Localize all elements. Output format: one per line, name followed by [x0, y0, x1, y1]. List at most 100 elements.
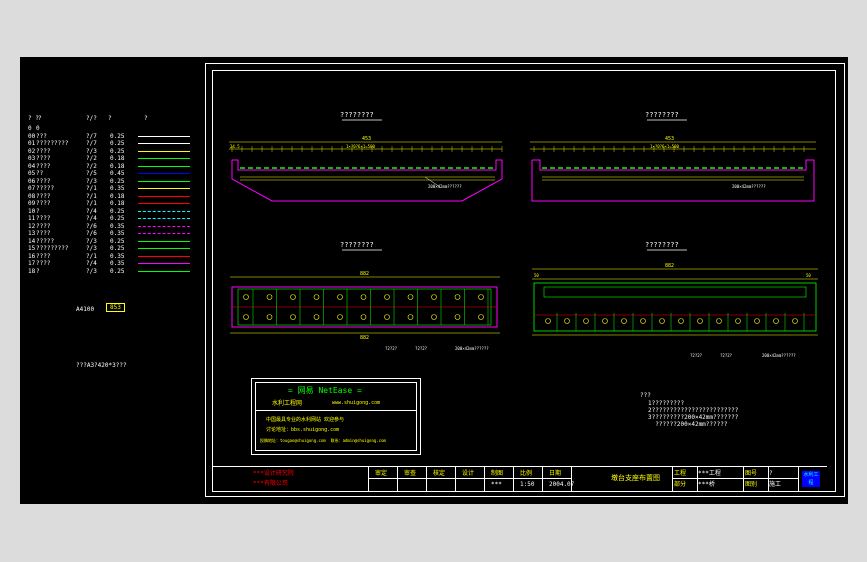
- bolt-hole: [290, 294, 296, 300]
- layer-lw: ?/3: [86, 237, 97, 245]
- layer-no: 17: [28, 260, 36, 267]
- layer-name: ????: [36, 192, 51, 200]
- layer-no: 16: [28, 252, 36, 260]
- stamp-line-1: 中国最具专业的水利网站 欢迎参与: [266, 417, 345, 423]
- layer-lw: ?/4: [86, 260, 97, 267]
- bottom-dim-left: 882: [360, 271, 369, 277]
- tb-value: 2004.07: [549, 481, 575, 488]
- company-2: ***有限公司: [253, 480, 288, 487]
- bolt-hole: [735, 318, 741, 324]
- bolt-hole: [431, 294, 437, 300]
- layer-lw: ?/7: [86, 140, 97, 147]
- layer-lc: 0.25: [110, 215, 125, 222]
- layer-color-line: [138, 210, 190, 212]
- layer-lc: 0.25: [110, 132, 125, 140]
- bolt-hole: [754, 318, 760, 324]
- tb-cell: 核定: [426, 467, 456, 491]
- layer-color-line: [138, 255, 190, 257]
- tb-header: 审查: [404, 470, 417, 477]
- stamp-subtitle: 水利工程网: [272, 400, 303, 407]
- tb-right-sep: [697, 467, 698, 491]
- bolt-hole: [602, 318, 608, 324]
- callout-c-right: 200×42mm??????: [762, 353, 796, 358]
- callout-top-left: 200×42mm??????: [428, 184, 462, 189]
- scale-label: A4100: [76, 306, 95, 313]
- layer-name: ????: [36, 222, 51, 230]
- layer-name: ?????: [36, 185, 55, 192]
- layer-header-1: ?: [38, 115, 42, 122]
- layer-lc: 0.25: [110, 267, 125, 275]
- layer-name: ????: [36, 260, 51, 267]
- bolt-hole: [478, 294, 484, 300]
- layer-lc: 0.35: [110, 222, 125, 230]
- bolt-hole: [454, 294, 461, 300]
- layer-lc: 0.25: [110, 177, 125, 185]
- layer-lc: 0.35: [110, 252, 125, 260]
- layer-lw: ?/7: [86, 132, 97, 140]
- layer-lw: ?/2: [86, 155, 97, 162]
- layer-lw: ?/1: [86, 200, 97, 207]
- bolt-hole: [266, 294, 273, 300]
- stamp-url: www.shuigong.com: [332, 400, 381, 406]
- layer-header-0: ? ?: [28, 115, 39, 122]
- layer-name: ?: [36, 207, 40, 215]
- layer-color-line: [138, 173, 190, 174]
- layer-lc: 0.18: [110, 162, 125, 170]
- layer-color-line: [138, 270, 190, 272]
- view-top-left: ???????? 453 1×?0?6×1=500 24.5 200×42mm?…: [229, 111, 503, 202]
- bottom-dim-left2: 882: [360, 335, 369, 341]
- layer-lc: 0.18: [110, 155, 125, 162]
- view-title-bottom-left: ????????: [340, 241, 374, 249]
- logo-mark: 水利工程: [802, 471, 820, 487]
- layer-name: ?: [36, 267, 40, 275]
- layer-lw: ?/3: [86, 245, 97, 252]
- layer-no: 06: [28, 177, 36, 185]
- stamp-line-3: 投稿地址：tougao@shuigong.com 联系：admin@shuigo…: [260, 438, 386, 443]
- tb-header: 设计: [462, 470, 475, 477]
- notes-line-4: ??????200×42mm??????: [648, 421, 728, 428]
- tb-right-label: 部分: [674, 481, 687, 488]
- tb-right-value: 施工: [769, 481, 782, 488]
- bolt-hole: [678, 318, 684, 324]
- layer-color-line: [138, 143, 190, 144]
- tb-divider: [368, 478, 571, 479]
- view-title-top-right: ????????: [645, 111, 679, 119]
- layer-name: ????: [36, 155, 51, 162]
- layer-name: ???: [36, 132, 47, 140]
- dim-50-b: 50: [806, 273, 811, 278]
- layer-no: 0: [28, 125, 32, 132]
- bolt-hole: [313, 314, 320, 320]
- layer-lw: ?/3: [86, 177, 97, 185]
- callout-top-right: 200×42mm??????: [732, 184, 766, 189]
- layer-name: ????: [36, 162, 51, 170]
- layer-lw: ?/1: [86, 185, 97, 192]
- dim-end-left: 24.5: [230, 144, 240, 149]
- layer-lw: ?/3: [86, 267, 97, 275]
- dim-50-a: 50: [534, 273, 539, 278]
- layer-color-line: [138, 203, 190, 204]
- bolt-hole: [337, 314, 343, 320]
- layer-name: ????: [36, 177, 51, 185]
- layer-name: ?????????: [36, 140, 69, 147]
- layer-lw: ?/1: [86, 192, 97, 200]
- bolt-hole: [243, 314, 249, 320]
- tb-right-label: 工程: [674, 470, 687, 477]
- layer-name: ????: [36, 147, 51, 155]
- layer-no: 18: [28, 267, 36, 275]
- company-1: ***设计研究院: [253, 470, 294, 477]
- layer-header-3: ?: [108, 115, 112, 122]
- layer-no: 00: [28, 132, 36, 140]
- layer-lc: 0.25: [110, 245, 125, 252]
- bolt-hole: [716, 318, 722, 324]
- layer-no: 12: [28, 222, 36, 230]
- layer-lc: 0.25: [110, 140, 125, 147]
- tb-right-sep: [768, 467, 769, 491]
- bolt-hole: [384, 314, 390, 320]
- bolt-hole: [697, 318, 703, 324]
- layer-lc: 0.35: [110, 230, 125, 237]
